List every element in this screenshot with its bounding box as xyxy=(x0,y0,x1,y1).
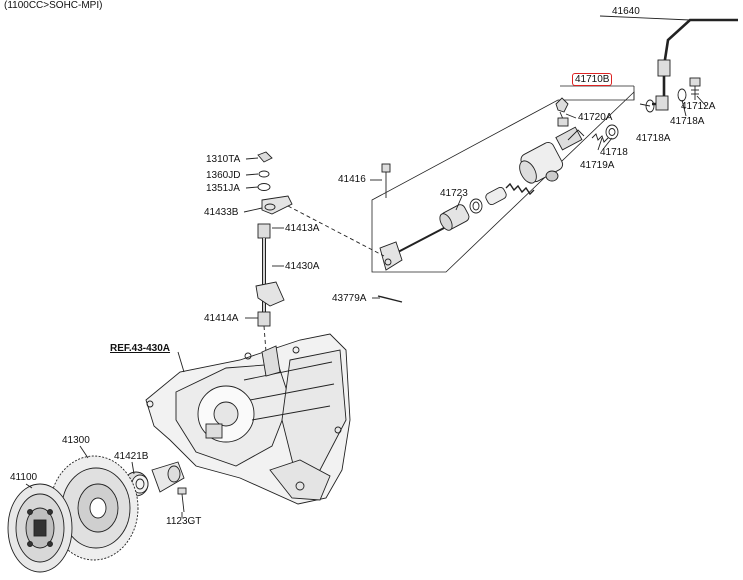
label-41720A: 41720A xyxy=(578,112,613,123)
label-41640: 41640 xyxy=(612,6,640,17)
release-cylinder xyxy=(519,126,585,184)
label-41416: 41416 xyxy=(338,174,366,185)
label-43779A: 43779A xyxy=(332,293,367,304)
label-41718A-upper: 41718A xyxy=(670,116,705,127)
label-41421B: 41421B xyxy=(114,451,149,462)
reference-label: REF.43-430A xyxy=(110,343,171,354)
boot-41723 xyxy=(439,204,470,231)
label-41718A-lower: 41718A xyxy=(636,133,671,144)
label-41723: 41723 xyxy=(440,188,468,199)
label-41710B: 41710B xyxy=(572,73,613,86)
label-41433B: 41433B xyxy=(204,207,239,218)
label-1351JA: 1351JA xyxy=(206,183,240,194)
label-1123GT: 1123GT xyxy=(166,516,202,527)
label-41430A: 41430A xyxy=(285,261,320,272)
label-41413A: 41413A xyxy=(285,223,320,234)
label-41100: 41100 xyxy=(10,472,38,483)
label-41414A: 41414A xyxy=(204,313,239,324)
label-41719A: 41719A xyxy=(580,160,615,171)
label-41712A: 41712A xyxy=(681,101,716,112)
label-41718: 41718 xyxy=(600,147,628,158)
label-1360JD: 1360JD xyxy=(206,170,241,181)
label-1310TA: 1310TA xyxy=(206,154,241,165)
variant-header: (1100CC>SOHC-MPI) xyxy=(4,0,103,11)
label-41300: 41300 xyxy=(62,435,90,446)
clutch-disc xyxy=(7,483,73,573)
transaxle-housing xyxy=(145,333,351,505)
